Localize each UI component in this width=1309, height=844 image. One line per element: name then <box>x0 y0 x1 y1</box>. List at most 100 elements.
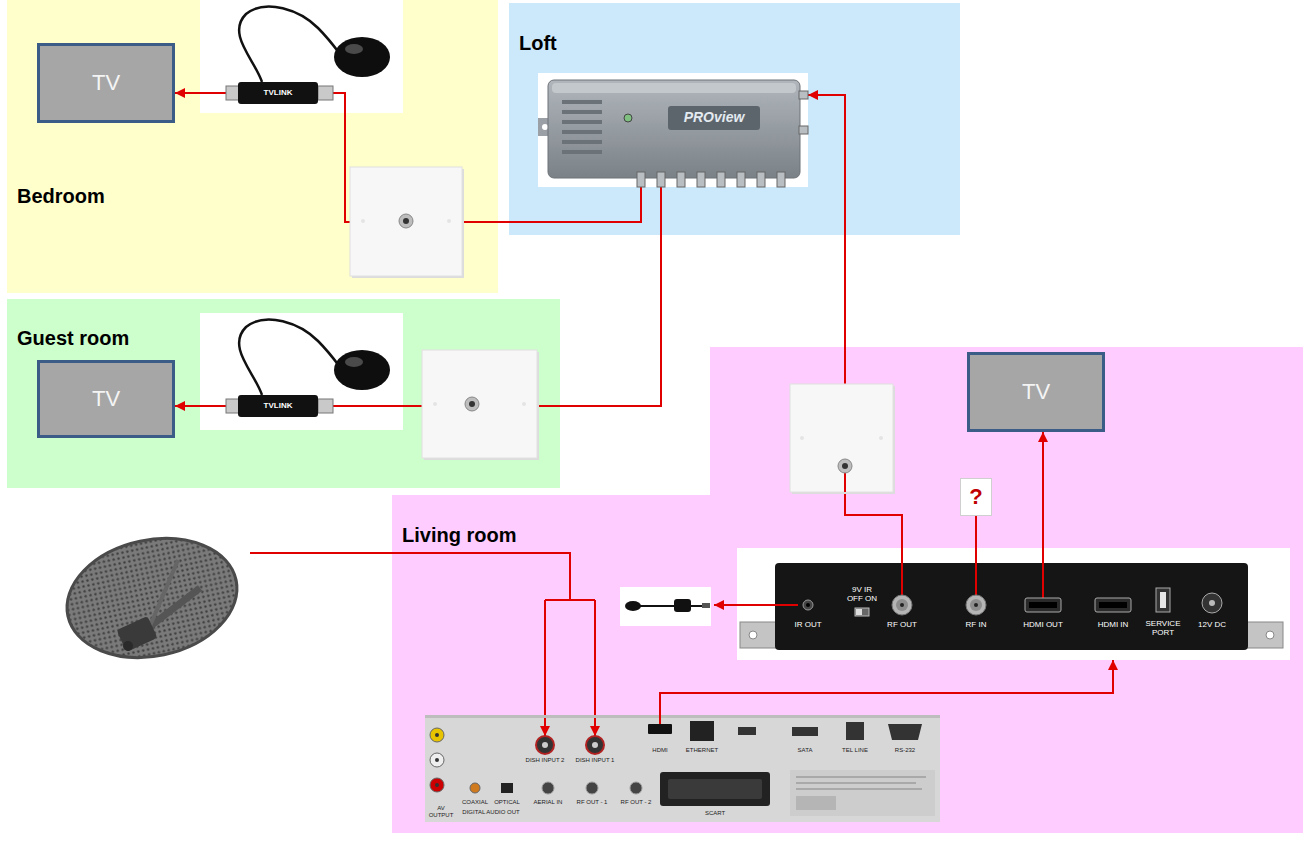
satellite-dish <box>56 523 248 672</box>
tvlink-picture <box>239 320 340 395</box>
tv-box: TV <box>967 352 1105 432</box>
port-label: 12V DC <box>1198 621 1226 630</box>
dish-cable <box>250 553 595 736</box>
port-label: SATA <box>798 747 813 754</box>
text-holder: RF IN <box>958 620 994 631</box>
text-holder: RF OUT - 1 <box>576 798 608 806</box>
receiver-panel <box>792 727 818 736</box>
room-region: Guest roomTVLINKTV <box>7 299 560 488</box>
coax-cable <box>660 660 1113 715</box>
receiver-panel <box>660 772 770 806</box>
receiver-panel <box>796 796 836 810</box>
text-holder: DIGITAL AUDIO OUT <box>462 808 520 816</box>
ir-emitter <box>625 599 710 612</box>
text-holder: PROview <box>668 106 760 130</box>
modulator-picture <box>1095 598 1131 612</box>
wall-plate <box>447 219 451 223</box>
receiver-panel <box>846 722 864 740</box>
receiver-panel <box>690 721 714 741</box>
dish-cable <box>594 600 596 736</box>
ir-emitter <box>674 599 691 612</box>
text-holder: HDMI OUT <box>1019 620 1067 631</box>
text-holder: TV <box>40 46 172 120</box>
modulator-picture <box>1243 622 1283 648</box>
device-label: TVLINK <box>264 89 293 98</box>
dish-cable <box>250 553 570 600</box>
wall-plate <box>790 384 893 492</box>
receiver-panel <box>648 724 672 734</box>
ir-emitter <box>640 605 704 607</box>
modulator-picture <box>1202 593 1222 613</box>
receiver-panel <box>430 778 444 792</box>
modulator-picture <box>901 548 903 595</box>
coax-cable <box>175 405 226 407</box>
satellite-receiver: DISH INPUT 2DISH INPUT 1HDMIETHERNETSATA… <box>425 715 940 822</box>
amplifier-picture <box>624 114 632 122</box>
question-mark: ? <box>969 485 982 509</box>
wall-plate <box>838 459 852 473</box>
receiver-panel <box>542 782 554 794</box>
ir-emitter <box>625 601 641 611</box>
text-holder: TV <box>970 355 1102 429</box>
text-holder: RF OUT <box>882 620 922 631</box>
modulator-picture <box>1266 631 1274 639</box>
amplifier-picture <box>548 80 800 178</box>
wall-plate <box>465 397 479 411</box>
tvlink-picture <box>318 399 333 413</box>
receiver-panel <box>790 770 935 816</box>
modulator-picture <box>1099 602 1127 608</box>
port-label: SERVICE PORT <box>1143 620 1183 638</box>
modulator-picture <box>775 563 1248 650</box>
amplifier-picture <box>562 130 602 134</box>
modulator-picture <box>740 622 780 648</box>
receiver-panel <box>435 733 439 737</box>
text-holder: HDMI IN <box>1091 620 1135 631</box>
amplifier-picture <box>737 172 745 187</box>
text-holder: 9V IR OFF ON <box>846 584 878 606</box>
amplifier-picture <box>562 150 602 154</box>
modulator-picture <box>714 604 798 606</box>
receiver-panel <box>501 783 513 793</box>
tvlink-picture <box>238 82 318 104</box>
text-holder: Living room <box>402 524 516 546</box>
tvlink-picture <box>226 7 390 104</box>
amplifier-picture <box>562 110 602 114</box>
tvlink-picture <box>238 395 318 417</box>
modulator-picture <box>1029 602 1057 608</box>
wall-plate <box>422 350 537 458</box>
amplifier-picture <box>657 172 665 187</box>
receiver-panel <box>430 753 444 767</box>
wall-plate <box>469 401 475 407</box>
unknown-input-box: ? <box>960 478 992 516</box>
port-label: AERIAL IN <box>534 799 563 806</box>
text-holder: Guest room <box>17 327 129 349</box>
text-holder: RF OUT - 2 <box>620 798 652 806</box>
satellite-dish <box>117 616 158 652</box>
text-holder: DISH INPUT 1 <box>573 756 617 764</box>
modulator-picture <box>1025 598 1061 612</box>
amplifier-picture <box>697 172 705 187</box>
amplifier-picture <box>717 172 725 187</box>
tvlink-picture <box>226 399 239 413</box>
port-label: AV OUTPUT <box>425 805 457 818</box>
port-label: HDMI <box>652 747 667 754</box>
port-label: SCART <box>705 810 725 817</box>
tv-box: TV <box>37 43 175 123</box>
port-label: RF OUT - 2 <box>621 799 652 806</box>
room-heading: Loft <box>519 32 557 54</box>
modulator-picture <box>1042 548 1044 598</box>
receiver-panel <box>592 742 598 748</box>
port-label: RF OUT - 1 <box>577 799 608 806</box>
device-label: TVLINK <box>264 402 293 411</box>
wall-plate <box>800 436 804 440</box>
receiver-panel <box>430 728 444 742</box>
wall-plate <box>879 436 883 440</box>
coax-cable <box>333 187 661 406</box>
coax-cable <box>333 93 641 222</box>
text-holder: Loft <box>519 32 557 54</box>
connector-group <box>175 93 1113 715</box>
modulator-picture <box>896 599 908 611</box>
text-holder: IR OUT <box>788 620 828 631</box>
wall-plate <box>422 350 539 460</box>
modulator-picture <box>974 603 978 607</box>
